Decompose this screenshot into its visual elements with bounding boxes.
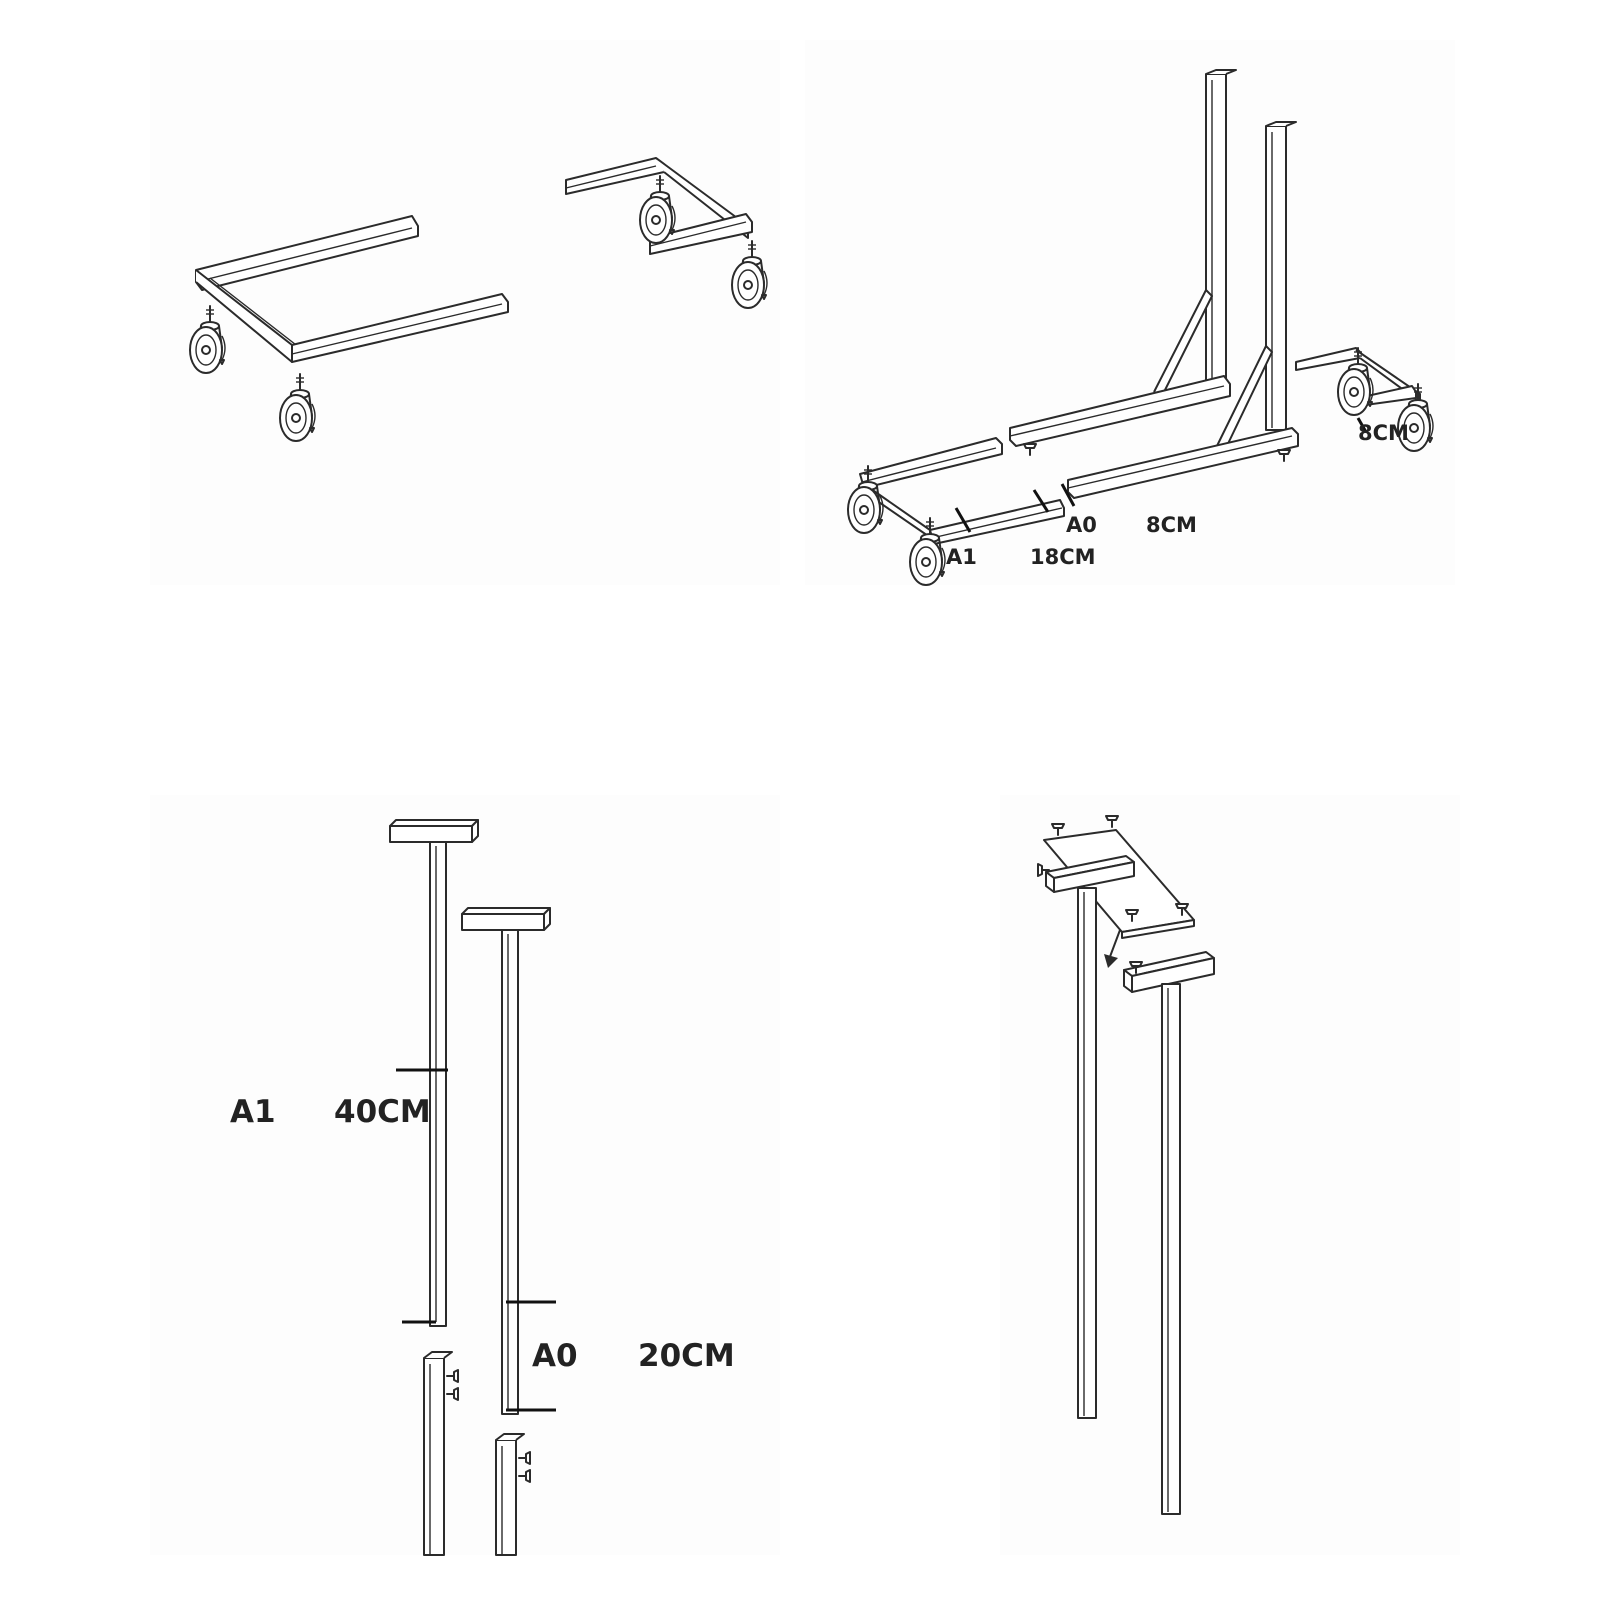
step2-label-8cm-front: 8CM	[1146, 513, 1197, 537]
step3-label-40cm: 40CM	[334, 1094, 431, 1130]
t-post-left	[1037, 855, 1135, 1419]
step2-label-a1: A1	[946, 545, 977, 569]
step3-label-a0: A0	[532, 1338, 578, 1374]
panel-step-2: A1 18CM A0 8CM 8CM	[805, 40, 1455, 586]
frame-uprights	[1153, 69, 1297, 453]
a1-marker	[954, 507, 972, 533]
left-base-frame	[859, 437, 1065, 545]
arrow-icon	[1104, 929, 1121, 968]
step3-label-a1: A1	[230, 1094, 276, 1130]
t-post-right	[1123, 951, 1215, 1515]
side-base-frame	[1295, 347, 1421, 407]
panel-step-4	[1000, 795, 1460, 1555]
step2-label-a0: A0	[1066, 513, 1097, 537]
step2-label-18cm: 18CM	[1030, 545, 1096, 569]
lower-tube-a1	[423, 1351, 459, 1556]
side-8cm-marker	[1356, 417, 1368, 433]
right-u-frame	[565, 157, 753, 255]
left-u-frame	[195, 215, 509, 363]
t-post-a1	[389, 819, 479, 1327]
lower-tube-a0	[495, 1433, 531, 1556]
a0-end-marker	[1060, 483, 1076, 507]
panel-step-3: A1 40CM A0 20CM	[150, 795, 780, 1556]
t-post-a0	[461, 907, 551, 1415]
step2-label-8cm-side: 8CM	[1358, 421, 1409, 445]
a0-start-marker	[1032, 489, 1050, 513]
step3-label-20cm: 20CM	[638, 1338, 735, 1374]
panel-step-4-background	[1000, 795, 1460, 1555]
base-bars	[1009, 375, 1299, 499]
panel-step-2-background	[805, 40, 1455, 585]
panel-step-1	[150, 40, 780, 585]
panel-step-3-background	[150, 795, 780, 1555]
